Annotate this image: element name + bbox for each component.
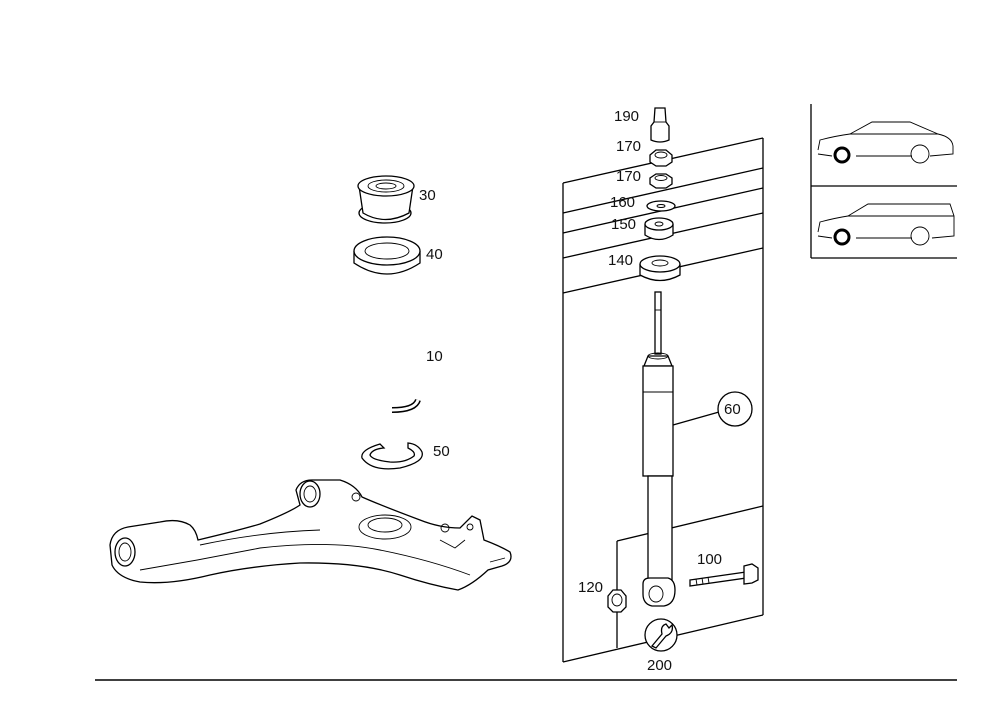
label-50: 50	[433, 443, 450, 460]
label-170-lower: 170	[616, 168, 641, 185]
label-200: 200	[647, 657, 672, 674]
label-190: 190	[614, 108, 639, 125]
estate-wagon-icon[interactable]	[817, 203, 955, 246]
sedan-icon[interactable]	[817, 121, 954, 164]
part-190-cap[interactable]	[650, 107, 670, 143]
label-100: 100	[697, 551, 722, 568]
label-60: 60	[724, 401, 741, 418]
vehicle-selector-panel	[810, 104, 957, 259]
part-50-rubber-mount[interactable]	[361, 442, 423, 470]
lower-control-arm[interactable]	[109, 479, 512, 591]
part-170-nut-lower[interactable]	[649, 173, 673, 189]
part-100-bolt[interactable]	[689, 563, 759, 587]
part-40-spring-seat[interactable]	[353, 236, 421, 275]
label-120: 120	[578, 579, 603, 596]
label-160: 160	[610, 194, 635, 211]
label-150: 150	[611, 216, 636, 233]
part-150-bushing[interactable]	[644, 217, 674, 241]
part-10-coil-spring[interactable]	[348, 286, 423, 413]
part-200-wrench-symbol	[644, 618, 678, 652]
part-160-washer[interactable]	[646, 200, 676, 212]
part-60-shock-absorber[interactable]	[642, 291, 676, 607]
label-140: 140	[608, 252, 633, 269]
part-140-mount[interactable]	[639, 255, 681, 282]
part-120-nut[interactable]	[607, 589, 627, 613]
label-10: 10	[426, 348, 443, 365]
part-30-spring-support[interactable]	[357, 175, 415, 224]
label-170-upper: 170	[616, 138, 641, 155]
label-30: 30	[419, 187, 436, 204]
label-40: 40	[426, 246, 443, 263]
callout-60	[717, 391, 753, 427]
part-170-nut-upper[interactable]	[649, 149, 673, 167]
